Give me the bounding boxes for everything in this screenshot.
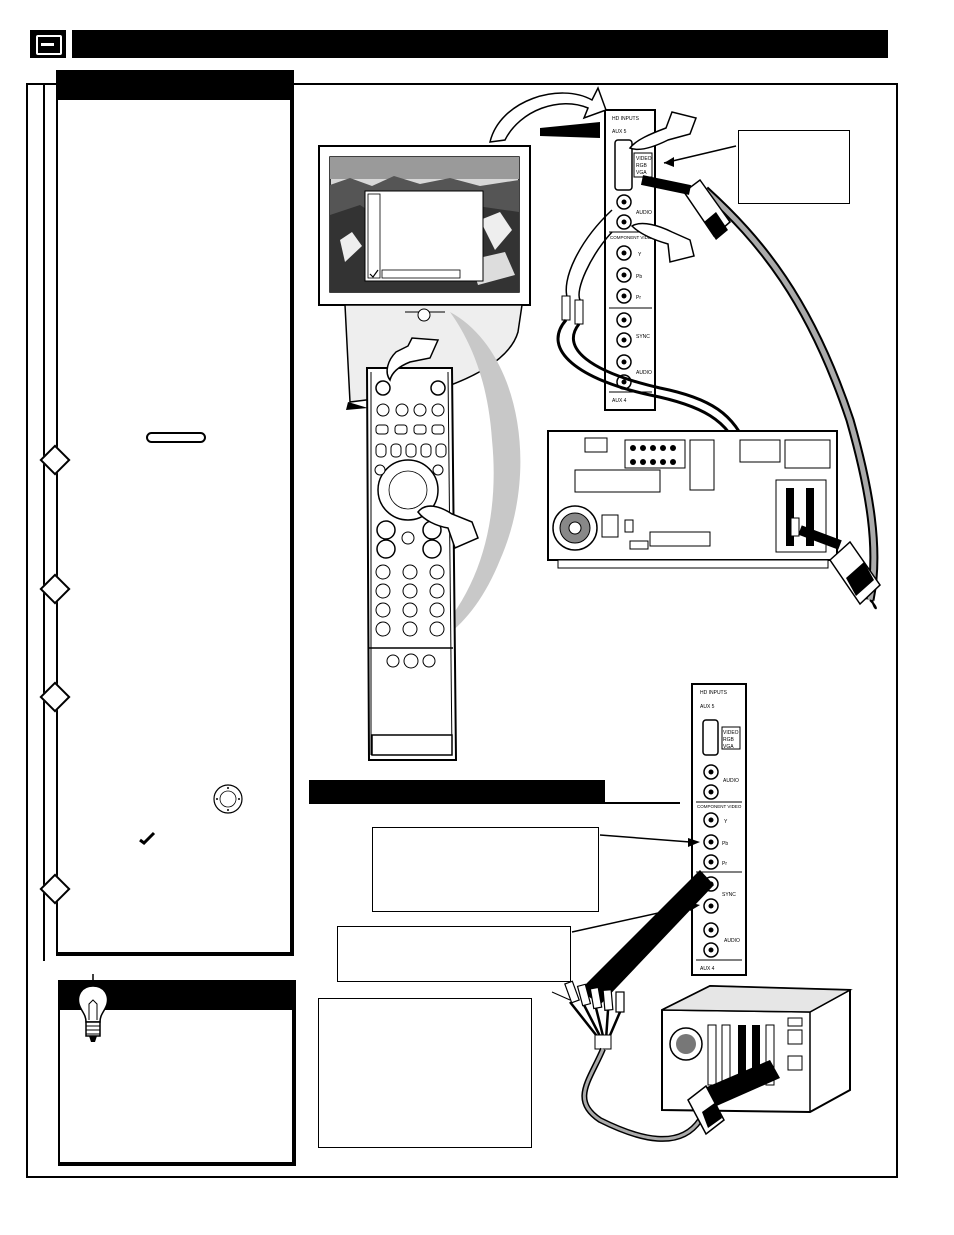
pr-label-2: Pr (722, 861, 727, 867)
page-icon (30, 30, 66, 58)
button-callout (146, 432, 206, 443)
y-label-2: Y (724, 819, 728, 825)
aux5-label: AUX 5 (612, 129, 627, 135)
check-icon (139, 831, 156, 845)
lightbulb-icon (68, 974, 118, 1042)
vga-label-2: VGA (723, 744, 734, 750)
rgb-label-2: RGB (723, 737, 735, 743)
pb-label-2: Pb (722, 841, 728, 847)
rgb-label: RGB (636, 163, 648, 169)
hd-input-panel-top: HD INPUTS AUX 5 VIDEO RGB VGA AUDIO COMP… (604, 109, 656, 411)
callout-box-cable (318, 998, 532, 1148)
computer-back-panel (547, 430, 838, 569)
callout-box-component (372, 827, 599, 912)
callout-box-vga (738, 130, 850, 204)
sync-label: SYNC (636, 334, 650, 340)
callout-box-sync (337, 926, 571, 982)
vga-label: VGA (636, 170, 647, 176)
audio-label-3: AUDIO (723, 778, 739, 784)
section-header-rule (500, 802, 680, 804)
hd-inputs-label-2: HD INPUTS (700, 690, 728, 696)
header-bar (72, 30, 888, 58)
pr-label: Pr (636, 295, 641, 301)
hd-inputs-label: HD INPUTS (612, 116, 640, 122)
video-label-2: VIDEO (723, 730, 739, 736)
y-label: Y (638, 252, 642, 258)
sync-label-2: SYNC (722, 892, 736, 898)
audio-label: AUDIO (636, 210, 652, 216)
computer-tower-bottom (661, 984, 853, 1114)
video-label: VIDEO (636, 156, 652, 162)
component-video-label-2: COMPONENT VIDEO (697, 804, 742, 809)
nav-ring-icon (213, 784, 243, 814)
aux5-label-2: AUX 5 (700, 704, 715, 710)
aux4-label-2: AUX 4 (700, 966, 715, 972)
side-rule (43, 83, 45, 961)
pb-label: Pb (636, 274, 642, 280)
component-video-label: COMPONENT VIDEO (610, 235, 655, 240)
audio-label-4: AUDIO (724, 938, 740, 944)
hd-input-panel-bottom: HD INPUTS AUX 5 VIDEO RGB VGA AUDIO COMP… (691, 683, 747, 976)
content-frame (26, 83, 898, 1178)
aux4-label: AUX 4 (612, 398, 627, 404)
audio-label-2: AUDIO (636, 370, 652, 376)
section-header-bar (309, 780, 605, 804)
instruction-panel-title (56, 70, 294, 100)
remote-control (365, 367, 458, 761)
